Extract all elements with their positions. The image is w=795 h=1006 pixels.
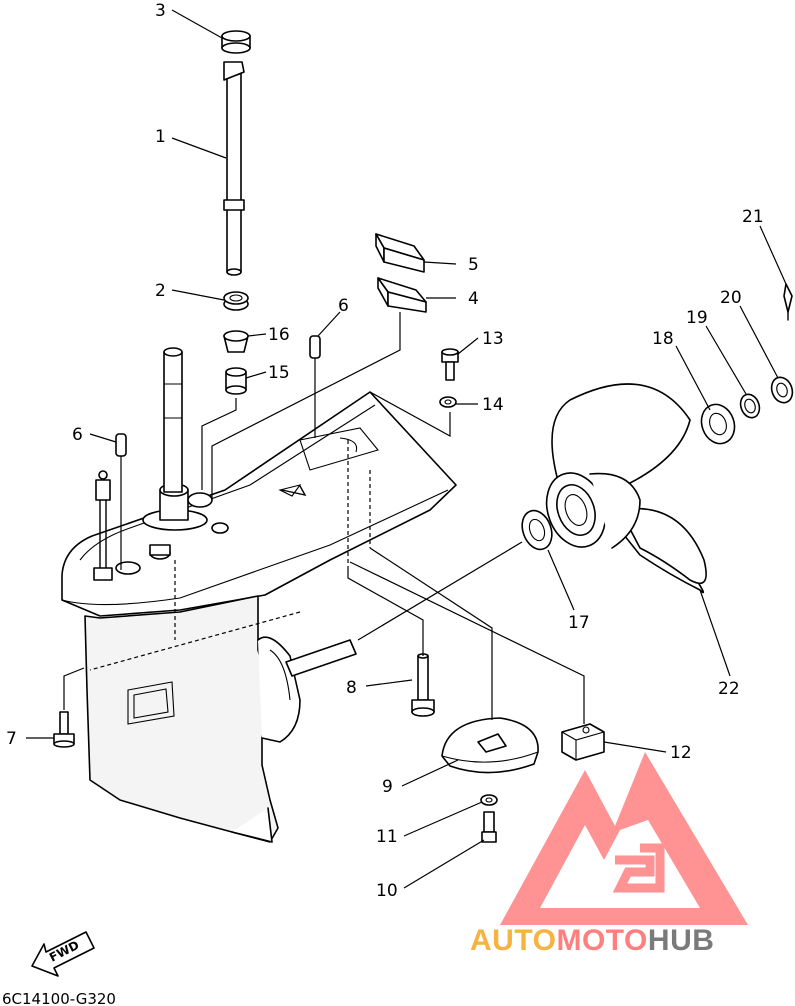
part-2-seal [223, 291, 249, 311]
watermark-word-auto: AUTO [470, 924, 556, 957]
watermark-word-hub: HUB [648, 924, 715, 957]
callout-13: 13 [482, 329, 504, 349]
watermark-triangle-logo [500, 752, 748, 925]
callout-15: 15 [268, 363, 290, 383]
callout-12: 12 [670, 743, 692, 763]
part-14-washer [439, 396, 457, 408]
shift-rod [93, 470, 113, 581]
callout-14: 14 [482, 395, 504, 415]
callout-20: 20 [720, 288, 742, 308]
part-21-cotter-pin [783, 283, 793, 321]
drive-shaft-stub [163, 347, 183, 493]
diagram-code: 6C14100-G320 [2, 990, 116, 1006]
callout-6-left: 6 [72, 425, 83, 445]
part-19-washer [739, 393, 761, 419]
callout-21: 21 [742, 207, 764, 227]
part-9-trim-tab-anode [441, 717, 539, 774]
fwd-arrow: FWD [31, 931, 95, 977]
callout-9: 9 [382, 777, 393, 797]
leader-lines [26, 9, 787, 889]
part-8-bolt [411, 653, 435, 717]
callout-3: 3 [155, 1, 166, 21]
part-1-water-tube [223, 61, 245, 276]
part-17-thrust-washer [521, 509, 553, 551]
watermark-word-moto: MOTO [556, 924, 647, 957]
callout-labels: 3 1 2 16 15 6 6 5 4 13 14 7 8 9 11 10 12… [6, 1, 764, 901]
part-11-washer [480, 794, 498, 806]
part-20-nut [770, 376, 794, 404]
svg-text:AUTOMOTOHUB: AUTOMOTOHUB [470, 924, 714, 957]
part-15-collar [225, 367, 247, 395]
part-12-anode [561, 723, 605, 761]
callout-2: 2 [155, 281, 166, 301]
part-18-spacer [700, 403, 736, 445]
part-22-propeller [545, 383, 707, 594]
part-13-bolt [441, 348, 459, 381]
callout-6-upper: 6 [338, 296, 349, 316]
callout-5: 5 [468, 255, 479, 275]
callout-19: 19 [686, 308, 708, 328]
watermark-text: AUTOMOTOHUB [470, 924, 714, 957]
part-6-dowel-pin-left [115, 433, 127, 457]
callout-8: 8 [346, 678, 357, 698]
callout-16: 16 [268, 325, 290, 345]
part-10-bolt [481, 811, 497, 843]
part-5-rubber-seal [375, 233, 425, 273]
lower-casing [61, 391, 457, 843]
callout-17: 17 [568, 613, 590, 633]
part-3-grommet [221, 30, 251, 54]
callout-10: 10 [376, 881, 398, 901]
part-7-bolt [53, 711, 75, 748]
callout-22: 22 [718, 679, 740, 699]
callout-4: 4 [468, 289, 479, 309]
part-16-grommet [223, 330, 249, 353]
callout-1: 1 [155, 127, 166, 147]
part-6-dowel-pin-upper [309, 335, 321, 359]
callout-18: 18 [652, 329, 674, 349]
callout-11: 11 [376, 827, 398, 847]
callout-7: 7 [6, 729, 17, 749]
part-4-rubber-seal [377, 277, 427, 313]
assembly-lines [63, 312, 585, 724]
